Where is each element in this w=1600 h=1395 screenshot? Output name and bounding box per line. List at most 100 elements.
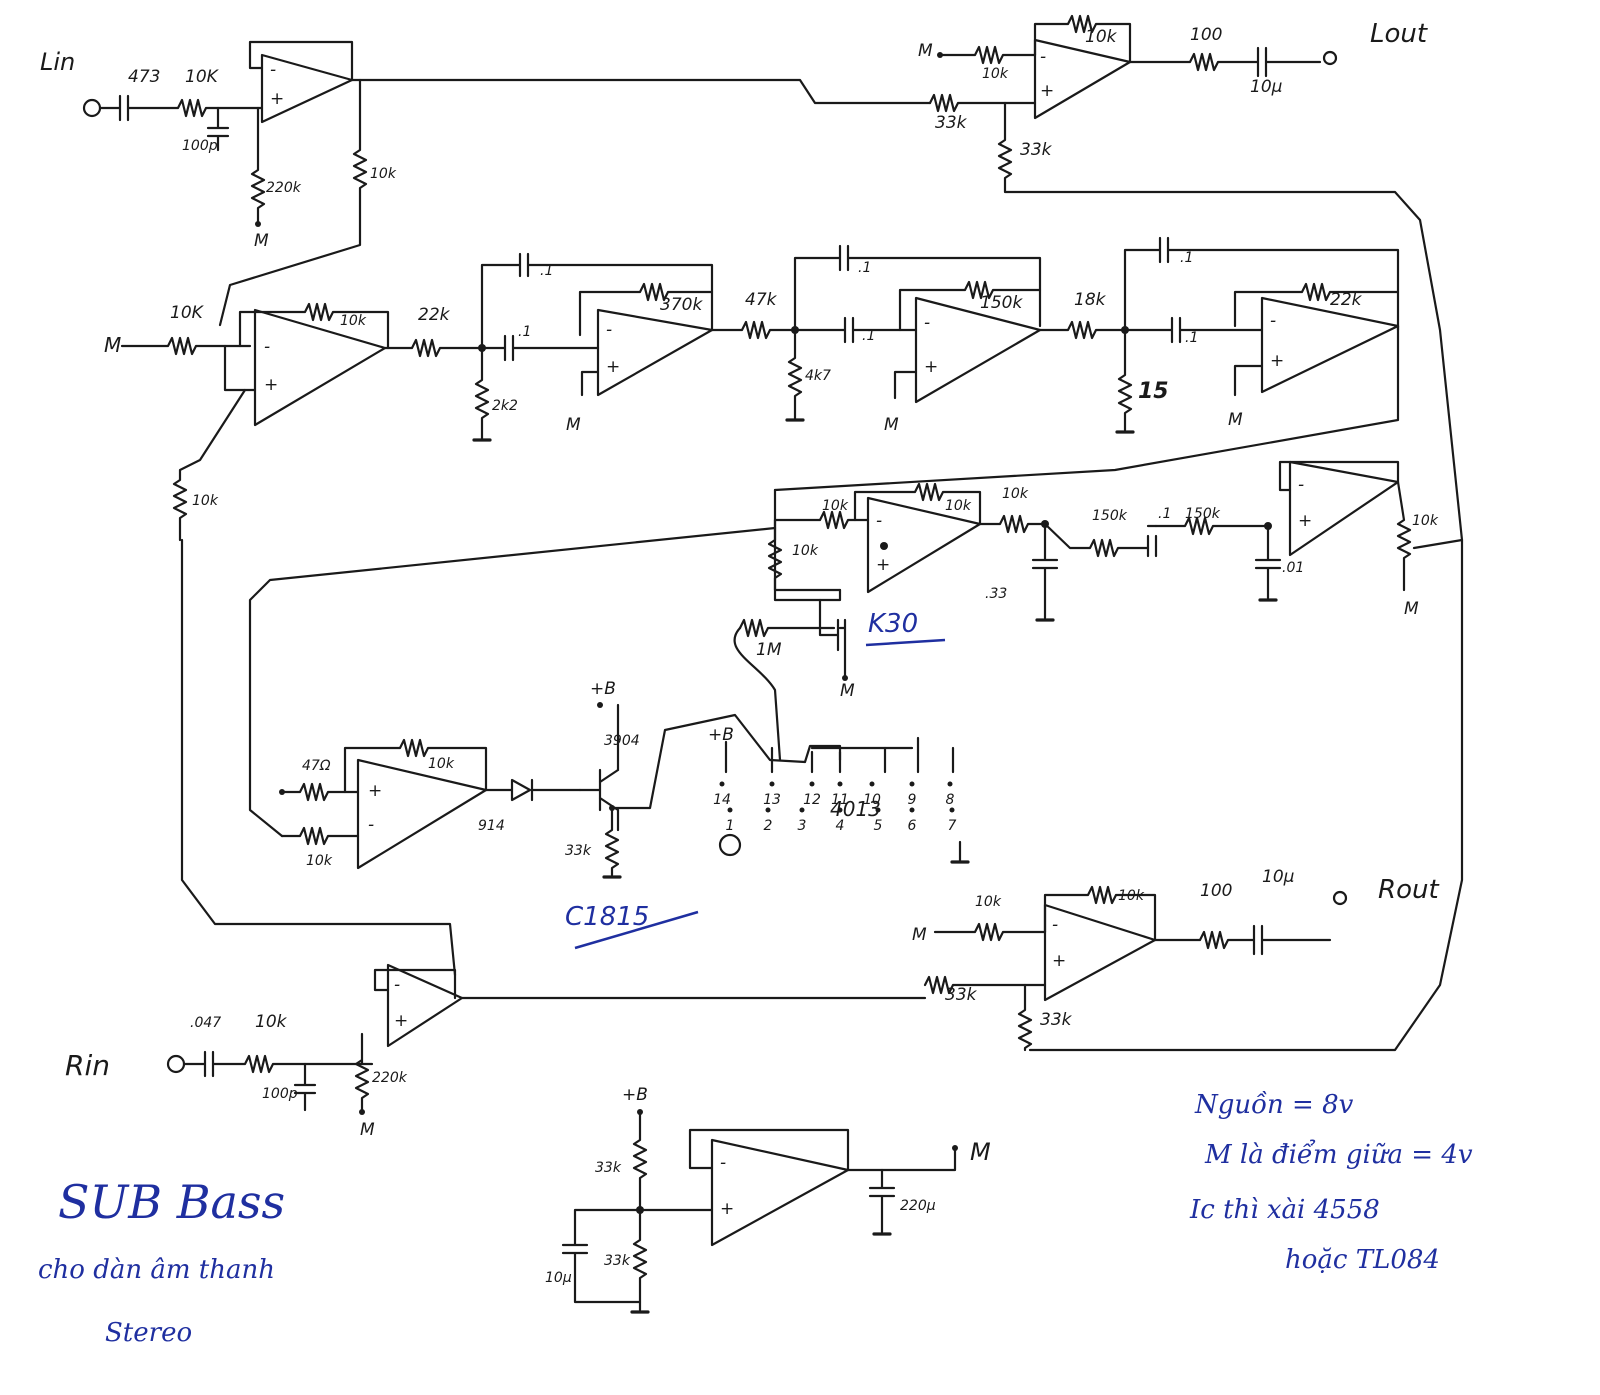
ic-4013-pin-10: 10 — [863, 792, 881, 808]
subtitle-line2: Stereo — [105, 1318, 193, 1348]
svg-text:10k: 10k — [945, 498, 972, 514]
svg-text:4k7: 4k7 — [805, 368, 831, 384]
svg-text:47Ω: 47Ω — [302, 758, 331, 774]
svg-text:+: + — [924, 357, 938, 377]
right-input-stage: Rin .047 10k 100p 220k M - + — [65, 538, 927, 1140]
svg-text:220k: 220k — [372, 1070, 408, 1086]
svg-text:+: + — [606, 357, 620, 377]
opamp-vground — [710, 1138, 850, 1247]
lin-10k-down-label: 10k — [370, 166, 397, 182]
svg-text:+: + — [1040, 81, 1054, 101]
lin-220k-label: 220k — [266, 180, 302, 196]
svg-text:10k: 10k — [306, 853, 333, 869]
svg-text:1M: 1M — [756, 640, 782, 660]
ic-4013-pin-4: 4 — [836, 818, 845, 834]
svg-text:+: + — [720, 1199, 734, 1219]
svg-text:.1: .1 — [518, 324, 531, 340]
opamp-rin-buffer — [386, 963, 464, 1048]
svg-text:-: - — [876, 511, 882, 531]
svg-text:10k: 10k — [1118, 888, 1145, 904]
opamp-gate-sum — [866, 496, 982, 594]
svg-text:.1: .1 — [1180, 250, 1193, 266]
svg-text:+B: +B — [590, 679, 616, 699]
svg-text:+B: +B — [708, 725, 734, 745]
svg-text:33k: 33k — [1040, 1010, 1073, 1030]
svg-text:100: 100 — [1200, 881, 1232, 901]
virtual-ground-supply: +B 33k 33k 10µ - + M 220µ — [545, 1085, 991, 1314]
ic-4013-pin-14: 14 — [713, 792, 731, 808]
ic-4013-pin-2: 2 — [764, 818, 773, 834]
svg-text:10k: 10k — [428, 756, 455, 772]
svg-text:3904: 3904 — [604, 733, 640, 749]
subtitle-line1: cho dàn âm thanh — [38, 1255, 275, 1285]
svg-text:+B: +B — [622, 1085, 648, 1105]
svg-text:+: + — [270, 89, 284, 109]
svg-text:M: M — [1228, 410, 1243, 430]
ic-4013-pin-9: 9 — [908, 792, 917, 808]
svg-text:-: - — [924, 313, 930, 333]
ic-4013-pin-6: 6 — [908, 818, 917, 834]
ic-4013-pin-12: 12 — [803, 792, 821, 808]
opamp-comparator — [356, 758, 488, 870]
svg-text:10µ: 10µ — [1250, 77, 1283, 97]
svg-text:10k: 10k — [255, 1012, 288, 1032]
ic-4013-pin-11: 11 — [831, 792, 849, 808]
svg-text:M: M — [912, 925, 927, 945]
svg-text:-: - — [1052, 915, 1058, 935]
svg-text:+: + — [368, 781, 382, 801]
svg-text:M: M — [918, 41, 933, 61]
svg-text:33k: 33k — [935, 113, 968, 133]
lout-label: Lout — [1370, 19, 1428, 49]
detector-section: 47Ω 10k + - 10k 914 +B 3904 33k C1815 +B… — [248, 526, 970, 950]
svg-text:18k: 18k — [1074, 290, 1107, 310]
svg-text:.047: .047 — [190, 1015, 221, 1031]
svg-text:33k: 33k — [595, 1160, 622, 1176]
spec-line2: M là điểm giữa = 4v — [1205, 1140, 1473, 1170]
svg-text:33k: 33k — [945, 985, 978, 1005]
ic-4013-pin-5: 5 — [874, 818, 883, 834]
svg-text:M: M — [360, 1120, 375, 1140]
ic-4013-pin-8: 8 — [946, 792, 955, 808]
svg-text:150k: 150k — [1185, 506, 1221, 522]
svg-text:-: - — [1270, 311, 1276, 331]
opamp-rout-mix — [1043, 903, 1157, 1002]
svg-text:150k: 150k — [980, 293, 1023, 313]
svg-text:-: - — [1298, 475, 1304, 495]
svg-text:M: M — [970, 1138, 991, 1166]
svg-text:10k: 10k — [1085, 27, 1118, 47]
opamp-lout-mix — [1033, 38, 1132, 120]
svg-text:100: 100 — [1190, 25, 1222, 45]
svg-text:-: - — [264, 337, 270, 357]
svg-text:33k: 33k — [565, 843, 592, 859]
svg-text:+: + — [1052, 951, 1066, 971]
svg-text:-: - — [720, 1153, 726, 1173]
svg-text:370k: 370k — [660, 295, 703, 315]
svg-text:100p: 100p — [262, 1086, 298, 1102]
svg-text:10k: 10k — [340, 313, 367, 329]
ic-4013-pin-1: 1 — [726, 818, 735, 834]
rin-label: Rin — [65, 1049, 110, 1082]
svg-text:10K: 10K — [170, 303, 205, 323]
lin-res-label: 10K — [185, 67, 220, 87]
ic-4013-pin-7: 7 — [948, 818, 957, 834]
svg-text:33k: 33k — [604, 1253, 631, 1269]
svg-text:+: + — [876, 555, 890, 575]
opamp-gate-filter — [1288, 460, 1400, 557]
svg-text:M: M — [884, 415, 899, 435]
svg-text:M: M — [1404, 599, 1419, 619]
svg-text:10µ: 10µ — [545, 1270, 572, 1286]
filter-chain: M 10K - + 10k 10k 22k 2k2 .1 .1 - + 370k… — [104, 236, 1400, 542]
svg-text:.1: .1 — [862, 328, 875, 344]
right-output-stage: M 10k 33k - + 10k 100 10µ Rout 33k — [912, 867, 1439, 1052]
svg-text:.1: .1 — [1185, 330, 1198, 346]
svg-text:-: - — [394, 975, 400, 995]
svg-text:15: 15 — [1138, 379, 1169, 404]
lin-100p-label: 100p — [182, 138, 218, 154]
rout-jack — [1332, 890, 1348, 906]
svg-text:10k: 10k — [975, 894, 1002, 910]
opamp-filter-1 — [596, 308, 714, 397]
svg-text:10µ: 10µ — [1262, 867, 1295, 887]
ic-4013-pin-3: 3 — [798, 818, 807, 834]
svg-text:-: - — [606, 320, 612, 340]
svg-text:M: M — [104, 333, 121, 357]
